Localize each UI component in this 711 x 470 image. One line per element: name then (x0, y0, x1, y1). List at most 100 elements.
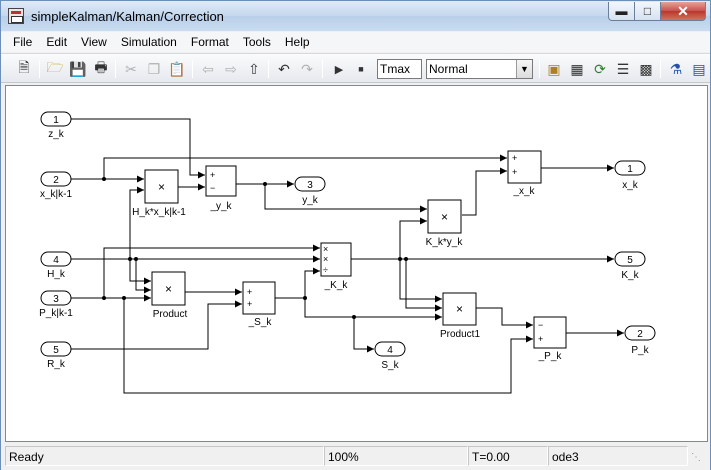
block-y-sum[interactable]: + − _y_k (205, 165, 237, 212)
toolbar-separator (268, 60, 269, 78)
branch-point (102, 177, 106, 181)
resize-grip-icon[interactable]: ⋱ (691, 452, 701, 463)
multiply-symbol: × (165, 282, 172, 296)
plus-sign: + (512, 153, 517, 163)
branch-points (102, 177, 408, 319)
block-diagram[interactable]: 1 z_k 2 x_k|k-1 4 H_k 3 P_k|k-1 5 R_ (6, 86, 707, 441)
inport-p_k-k-1[interactable]: 3 P_k|k-1 (39, 290, 73, 319)
port-number: 1 (627, 164, 633, 175)
open-folder-icon[interactable]: 🗁 (46, 59, 64, 75)
port-number: 3 (307, 180, 313, 191)
branch-point (134, 257, 138, 261)
stop-time-field[interactable]: Tmax (377, 59, 422, 79)
profiler-icon[interactable]: ▤ (692, 60, 706, 77)
window-title: simpleKalman/Kalman/Correction (31, 9, 224, 24)
signal-line (103, 154, 507, 179)
outport-k_k[interactable]: 5 K_k (614, 251, 646, 281)
plus-sign: + (247, 287, 252, 297)
menu-view[interactable]: View (81, 35, 107, 49)
branch-point (404, 257, 408, 261)
outport-y_k[interactable]: 3 y_k (294, 176, 326, 206)
block-p-sum[interactable]: − + _P_k (533, 316, 567, 362)
cut-icon[interactable]: ✂ (125, 60, 137, 77)
simulink-model-icon (8, 8, 24, 24)
menu-edit[interactable]: Edit (46, 35, 68, 49)
port-label: x_k (622, 180, 639, 191)
signal-line (405, 259, 442, 312)
block-label: H_k*x_k|k-1 (132, 207, 186, 218)
inport-z_k[interactable]: 1 z_k (40, 111, 72, 140)
update-diagram-icon[interactable]: ▦ (570, 60, 584, 77)
maximize-button[interactable]: □ (634, 2, 661, 21)
minus-sign: − (210, 183, 215, 193)
menu-tools[interactable]: Tools (242, 35, 271, 49)
signal-line (71, 300, 242, 350)
divide-symbol: ÷ (323, 265, 328, 275)
outport-s_k[interactable]: 4 S_k (374, 341, 406, 371)
block-k-divide[interactable]: × × ÷ _K_k (320, 242, 352, 291)
redo-icon[interactable]: ↷ (301, 60, 313, 77)
minimize-icon: ▬ (615, 4, 628, 18)
stop-simulation-icon[interactable]: ■ (358, 64, 364, 74)
block-label: Product (153, 309, 188, 320)
model-explorer-icon[interactable]: ▩ (639, 60, 653, 77)
toolbar-separator (39, 60, 40, 78)
plus-sign: + (538, 334, 543, 344)
inport-x_k-k-1[interactable]: 2 x_k|k-1 (40, 171, 72, 200)
block-label: K_k*y_k (426, 237, 464, 248)
simulation-mode-select[interactable]: Normal ▼ (426, 59, 533, 79)
simulation-mode-value: Normal (429, 62, 468, 76)
copy-icon[interactable]: ❐ (147, 60, 161, 77)
menu-help[interactable]: Help (284, 35, 310, 49)
signal-line (399, 259, 442, 303)
refresh-icon[interactable]: ⟳ (594, 60, 606, 77)
block-label: _x_k (512, 186, 535, 197)
block-hx-product[interactable]: × H_k*x_k|k-1 (132, 169, 186, 218)
block-label: Product1 (440, 329, 480, 340)
inport-r_k[interactable]: 5 R_k (40, 341, 72, 370)
diagram-canvas[interactable]: 1 z_k 2 x_k|k-1 4 H_k 3 P_k|k-1 5 R_ (5, 85, 708, 442)
block-s-sum[interactable]: + + _S_k (242, 281, 276, 328)
menu-format[interactable]: Format (190, 35, 229, 49)
plus-sign: + (247, 299, 252, 309)
toolbar-separator (539, 60, 540, 78)
chevron-down-icon[interactable]: ▼ (516, 60, 532, 78)
block-x-sum[interactable]: + + _x_k (507, 150, 542, 197)
branch-point (398, 257, 402, 261)
toolbar-separator (322, 60, 323, 78)
library-browser-icon[interactable]: ☰ (616, 60, 630, 77)
build-icon[interactable]: ▣ (547, 60, 561, 77)
outport-p_k[interactable]: 2 P_k (624, 325, 656, 356)
port-number: 3 (53, 294, 59, 305)
minimize-button[interactable]: ▬ (608, 2, 635, 21)
port-number: 2 (637, 329, 643, 340)
save-icon[interactable]: 💾 (69, 60, 87, 77)
up-to-parent-icon[interactable]: ⇧ (248, 60, 260, 77)
block-product1[interactable]: × Product1 (440, 292, 480, 340)
block-product[interactable]: × Product (151, 271, 188, 320)
signal-line (399, 217, 427, 259)
inport-h_k[interactable]: 4 H_k (40, 251, 72, 280)
signal-line (135, 259, 151, 294)
port-label: P_k (631, 345, 649, 356)
print-icon[interactable]: 🖶 (94, 59, 108, 75)
forward-icon[interactable]: ⇨ (225, 60, 237, 77)
signal-line (304, 298, 374, 353)
menu-simulation[interactable]: Simulation (120, 35, 177, 49)
outport-x_k[interactable]: 1 x_k (614, 160, 646, 191)
back-icon[interactable]: ⇦ (202, 60, 214, 77)
start-simulation-icon[interactable]: ▶ (334, 63, 344, 76)
paste-icon[interactable]: 📋 (168, 60, 186, 77)
signal-line (462, 167, 507, 216)
port-label: y_k (302, 195, 319, 206)
branch-point (128, 257, 132, 261)
undo-icon[interactable]: ↶ (278, 60, 290, 77)
menu-file[interactable]: File (13, 35, 33, 49)
block-ky-product[interactable]: × K_k*y_k (426, 199, 464, 248)
new-model-icon[interactable]: 🗎 (18, 59, 30, 75)
debugger-icon[interactable]: ⚗ (669, 60, 683, 77)
port-label: R_k (47, 359, 66, 370)
status-bar: Ready 100% T=0.00 ode3 ⋱ (1, 444, 710, 470)
port-label: x_k|k-1 (40, 189, 72, 200)
close-button[interactable]: ✕ (660, 2, 706, 21)
